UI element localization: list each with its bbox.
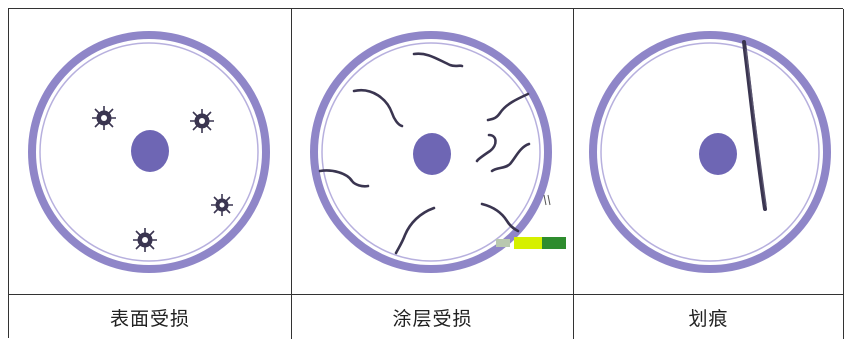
pit-mark — [190, 109, 214, 133]
crack-line — [480, 202, 520, 233]
center-nucleus — [131, 130, 169, 172]
pit-mark — [92, 106, 116, 130]
crack-line — [318, 169, 370, 188]
inner-ring-line — [321, 42, 541, 262]
scratch-line-edge — [745, 48, 767, 206]
comparison-table: 表面受损 涂层受损 — [8, 8, 844, 339]
caption-surface-damage: 表面受损 — [9, 295, 292, 339]
inner-ring-line — [39, 42, 259, 262]
color-artifact — [496, 194, 566, 249]
panel-coating-damage — [292, 9, 574, 295]
coating-damage-diagram — [310, 31, 566, 273]
crack-line — [486, 92, 530, 122]
scratch-line — [742, 40, 767, 211]
panel-surface-damage — [9, 9, 292, 295]
pit-mark — [133, 228, 157, 252]
crack-line — [475, 133, 497, 163]
surface-pits — [92, 106, 233, 252]
pit-mark — [211, 194, 233, 216]
caption-scratch: 划痕 — [574, 295, 844, 339]
panel-scratch — [574, 9, 844, 295]
crack-line — [412, 52, 464, 68]
caption-coating-damage: 涂层受损 — [292, 295, 574, 339]
scratch-diagram — [589, 31, 831, 273]
inner-ring-line — [600, 42, 820, 262]
center-nucleus — [699, 133, 737, 175]
coating-cracks — [318, 52, 531, 255]
surface-damage-diagram — [28, 31, 270, 273]
crack-line — [490, 142, 531, 173]
center-nucleus — [413, 133, 451, 175]
crack-line — [352, 88, 404, 128]
crack-line — [394, 206, 436, 255]
